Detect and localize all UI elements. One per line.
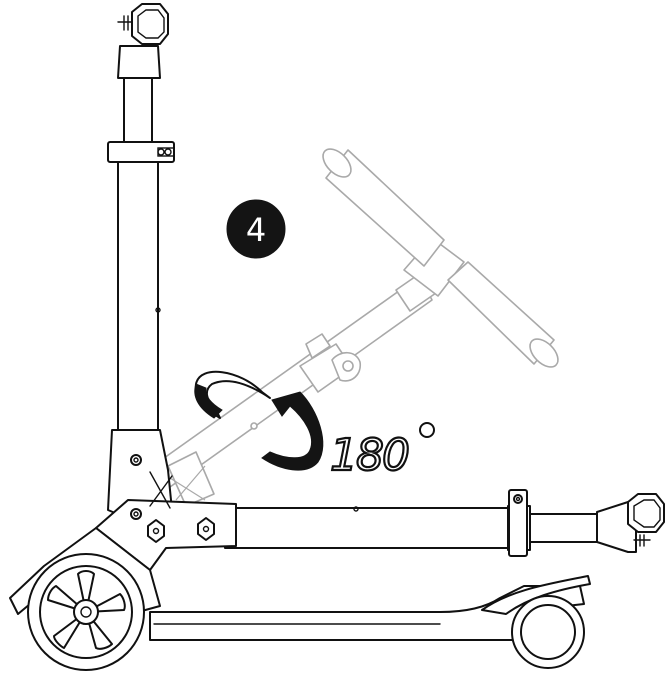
rotate-arrow-tail — [194, 383, 223, 419]
folding-joint — [95, 429, 237, 571]
upright-stem — [107, 3, 175, 449]
ghost-quick-release-clamp — [299, 333, 362, 393]
rotation-angle-label: 180 — [329, 422, 435, 482]
upright-handle-cap — [117, 45, 161, 79]
ghost-left-grip-end — [322, 148, 352, 178]
ghost-handlebar-assembly — [149, 148, 559, 507]
front-wheel — [27, 553, 145, 671]
ghost-lower-collar — [167, 451, 215, 507]
folded-stem — [224, 489, 665, 557]
degree-symbol-icon — [419, 422, 435, 438]
rear-fender-brake — [481, 575, 591, 615]
rotate-arrow-front-sweep — [261, 391, 324, 471]
angle-value-text: 180 — [330, 430, 408, 481]
folded-stem-clamp — [508, 489, 528, 557]
ghost-stem-hole — [250, 422, 258, 430]
folded-stem-upper-tube — [526, 513, 598, 543]
ghost-right-grip — [447, 261, 555, 365]
rotate-arrow-icon — [194, 370, 324, 471]
step-badge: 4 — [226, 199, 286, 259]
upright-stem-lower-tube — [117, 157, 159, 449]
rear-wheel — [511, 595, 585, 669]
step-number: 4 — [246, 211, 266, 249]
folded-stem-lower-tube — [224, 507, 514, 549]
ghost-right-grip-end — [529, 338, 559, 368]
